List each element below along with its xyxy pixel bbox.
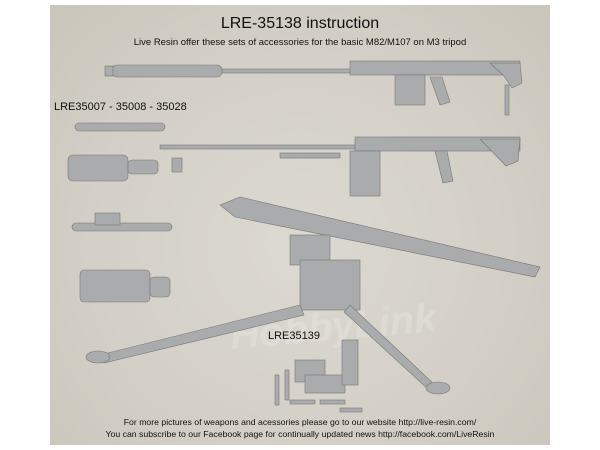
ammo-and-magazines bbox=[274, 339, 363, 413]
accessory-codes-label: LRE35007 - 35008 - 35028 bbox=[54, 101, 187, 113]
product-image-panel: HobbyLink bbox=[50, 5, 550, 445]
tripod-code-label: LRE35139 bbox=[268, 330, 320, 342]
rifle-on-tripod bbox=[85, 196, 541, 395]
rifle-with-scope-rail bbox=[159, 136, 521, 197]
model-renders bbox=[67, 60, 541, 413]
page-title: LRE-35138 instruction bbox=[220, 15, 380, 32]
subtitle: Live Resin offer these sets of accessori… bbox=[133, 37, 467, 48]
footer-facebook-text: You can subscribe to our Facebook page f… bbox=[105, 429, 495, 439]
footer-website-text: For more pictures of weapons and acessor… bbox=[123, 417, 477, 427]
scope-accessories bbox=[67, 122, 183, 303]
rifle-with-suppressor bbox=[104, 60, 523, 116]
